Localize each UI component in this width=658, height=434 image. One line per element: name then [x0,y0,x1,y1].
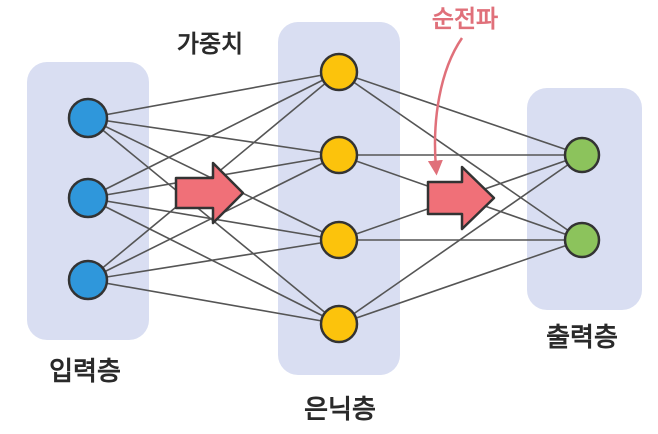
output-node-1 [563,136,601,174]
forward-propagation-pointer [427,37,464,176]
forward-arrow-input-hidden [174,161,245,225]
output-layer-label: 출력층 [546,323,618,353]
connection-hidden-1-output-2 [338,71,583,241]
hidden-node-1 [319,52,359,92]
hidden-layer-label: 은닉층 [304,395,376,425]
forward-propagation-label: 순전파 [432,5,498,33]
hidden-node-2 [319,135,359,175]
input-node-2 [67,177,109,219]
connection-input-2-hidden-1 [87,71,340,199]
input-node-1 [67,97,109,139]
output-layer-panel [527,88,642,310]
connection-lines [87,71,583,325]
weights-label: 가중치 [177,30,243,58]
network-nodes [67,52,601,344]
connection-input-2-hidden-4 [87,197,340,325]
connection-input-3-hidden-3 [87,239,340,281]
connection-input-1-hidden-1 [87,71,340,119]
connection-hidden-4-output-1 [338,154,583,325]
connection-hidden-1-output-1 [338,71,583,156]
connection-hidden-4-output-2 [338,239,583,325]
connection-input-3-hidden-4 [87,279,340,325]
connection-input-1-hidden-2 [87,117,340,156]
input-layer-label: 입력층 [49,357,121,387]
hidden-layer-panel [278,22,400,375]
input-node-3 [67,259,109,301]
hidden-node-3 [319,220,359,260]
output-node-2 [563,221,601,259]
hidden-node-4 [319,304,359,344]
forward-arrow-hidden-output [426,165,496,231]
